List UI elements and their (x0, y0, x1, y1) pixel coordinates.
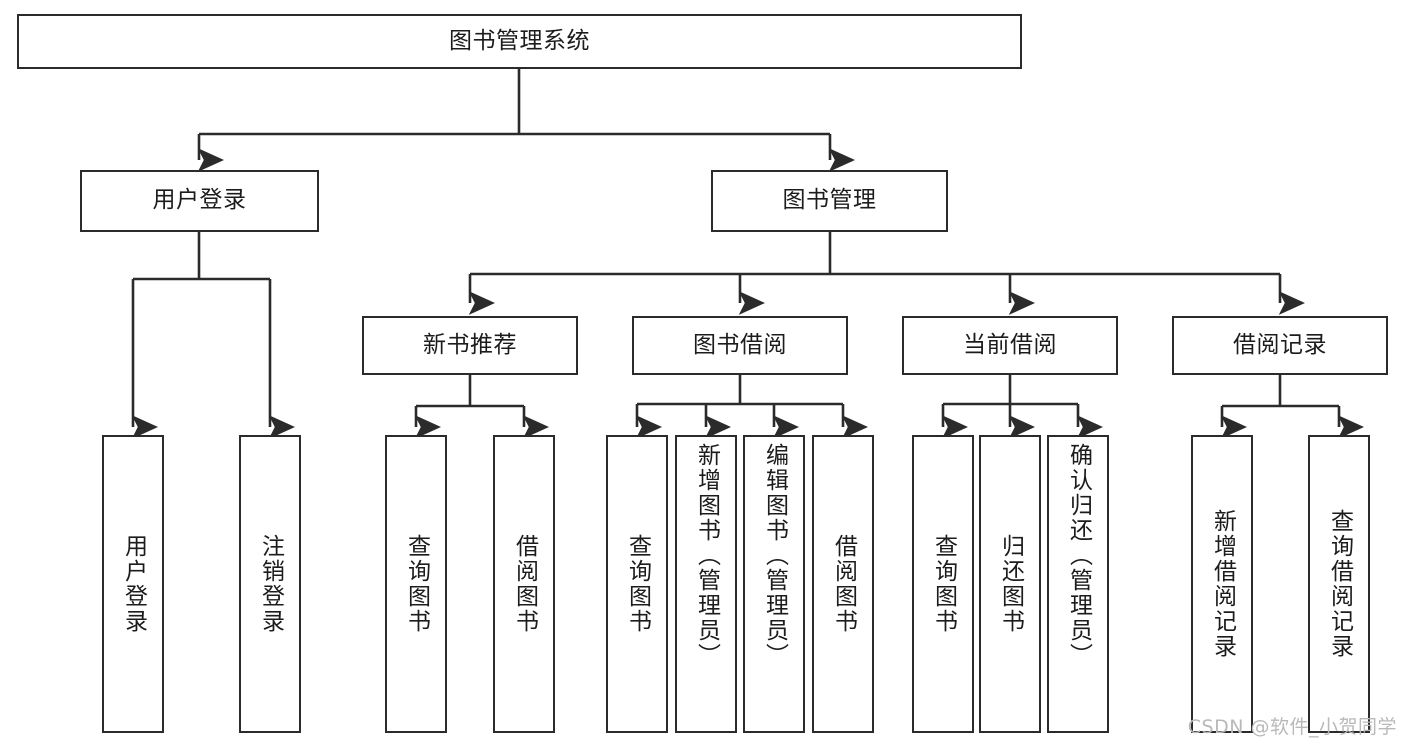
node-new-book-recommend[interactable]: 新书推荐 (362, 316, 578, 375)
node-label: 当前借阅 (963, 331, 1057, 358)
node-label: 新增图书（管理员） (693, 443, 720, 668)
node-label: 用户登录 (152, 187, 247, 214)
node-label: 图书借阅 (693, 331, 787, 358)
node-label: 注销登录 (257, 534, 284, 634)
node-label: 确认归还（管理员） (1065, 443, 1092, 668)
node-leaf-edit-book[interactable]: 编辑图书（管理员） (743, 435, 805, 733)
node-leaf-query-book-3[interactable]: 查询图书 (912, 435, 974, 733)
node-label: 用户登录 (120, 534, 147, 634)
node-leaf-add-record[interactable]: 新增借阅记录 (1191, 435, 1253, 733)
node-user-login[interactable]: 用户登录 (80, 170, 319, 232)
node-leaf-query-book-2[interactable]: 查询图书 (606, 435, 668, 733)
node-leaf-user-logout[interactable]: 注销登录 (239, 435, 301, 733)
node-label: 新增借阅记录 (1209, 509, 1236, 659)
node-leaf-query-record[interactable]: 查询借阅记录 (1308, 435, 1370, 733)
node-leaf-user-login[interactable]: 用户登录 (102, 435, 164, 733)
node-label: 归还图书 (997, 534, 1024, 634)
node-label: 图书管理 (782, 187, 877, 214)
node-book-manage[interactable]: 图书管理 (711, 170, 948, 232)
node-label: 借阅图书 (830, 534, 857, 634)
node-label: 查询图书 (624, 534, 651, 634)
node-label: 查询借阅记录 (1326, 509, 1353, 659)
node-label: 图书管理系统 (449, 27, 590, 54)
node-current-borrow[interactable]: 当前借阅 (902, 316, 1118, 375)
node-label: 新书推荐 (423, 331, 517, 358)
node-leaf-borrow-book-2[interactable]: 借阅图书 (812, 435, 874, 733)
node-book-borrow[interactable]: 图书借阅 (632, 316, 848, 375)
node-label: 查询图书 (403, 534, 430, 634)
node-leaf-borrow-book-1[interactable]: 借阅图书 (493, 435, 555, 733)
node-leaf-add-book[interactable]: 新增图书（管理员） (675, 435, 737, 733)
node-leaf-confirm-return[interactable]: 确认归还（管理员） (1047, 435, 1109, 733)
node-label: 借阅图书 (511, 534, 538, 634)
node-borrow-record[interactable]: 借阅记录 (1172, 316, 1388, 375)
node-label: 借阅记录 (1233, 331, 1327, 358)
node-label: 查询图书 (930, 534, 957, 634)
node-leaf-query-book-1[interactable]: 查询图书 (385, 435, 447, 733)
node-leaf-return-book[interactable]: 归还图书 (979, 435, 1041, 733)
node-label: 编辑图书（管理员） (761, 443, 788, 668)
node-root-book-management-system[interactable]: 图书管理系统 (17, 14, 1022, 69)
